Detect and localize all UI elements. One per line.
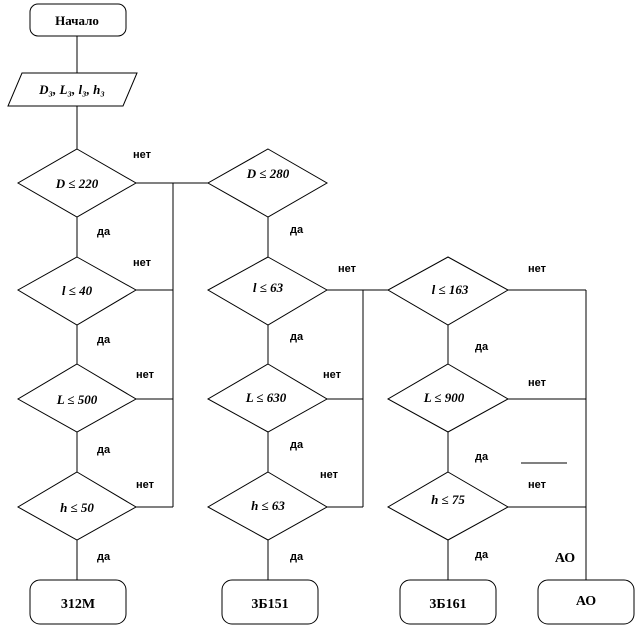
decision-d220 — [16, 148, 138, 218]
yes-label: да — [475, 549, 489, 561]
no-label: нет — [133, 149, 152, 161]
start-label: Начало — [55, 13, 99, 28]
result-ao — [537, 579, 635, 625]
cond-col3-3: h ≤ 75 — [431, 492, 465, 507]
no-label: нет — [528, 479, 547, 491]
yes-label: да — [475, 341, 489, 353]
start-node — [29, 3, 127, 37]
decision-L900 — [386, 363, 510, 433]
yes-label: да — [97, 334, 111, 346]
no-label: нет — [320, 469, 339, 481]
no-label: нет — [136, 479, 155, 491]
decision-h50 — [16, 471, 138, 541]
no-label: нет — [133, 257, 152, 269]
ao-side-label: АО — [555, 551, 575, 566]
yes-label: да — [290, 439, 304, 451]
decision-L500 — [16, 363, 138, 433]
result-label-1: 312М — [61, 597, 95, 612]
input-label: D₃, L₃, l₃, h₃ — [38, 82, 105, 97]
no-label: нет — [323, 369, 342, 381]
yes-label: да — [290, 551, 304, 563]
no-label: нет — [528, 263, 547, 275]
no-label: нет — [136, 369, 155, 381]
result-label-ao: АО — [576, 594, 596, 609]
yes-label: да — [97, 226, 111, 238]
cond-col3-2: L ≤ 900 — [423, 390, 465, 405]
no-label: нет — [528, 377, 547, 389]
yes-label: да — [97, 444, 111, 456]
decision-d280 — [206, 148, 329, 218]
cond-col3-1: l ≤ 163 — [432, 282, 469, 297]
cond-col2-2: l ≤ 63 — [253, 280, 284, 295]
decision-h63 — [206, 471, 329, 541]
cond-col1-3: L ≤ 500 — [56, 392, 98, 407]
cond-col1-2: l ≤ 40 — [62, 283, 93, 298]
decision-h75 — [386, 471, 510, 541]
yes-label: да — [475, 451, 489, 463]
decision-l163 — [386, 256, 510, 326]
result-label-2: 3Б151 — [251, 597, 288, 612]
decision-l63 — [206, 256, 329, 326]
no-label: нет — [338, 263, 357, 275]
yes-label: да — [290, 224, 304, 236]
cond-col2-3: L ≤ 630 — [245, 390, 287, 405]
result-label-3: 3Б161 — [429, 597, 466, 612]
cond-col2-4: h ≤ 63 — [251, 498, 285, 513]
decision-L630 — [206, 363, 329, 433]
yes-label: да — [97, 551, 111, 563]
cond-col1-1: D ≤ 220 — [55, 176, 99, 191]
result-3b161 — [399, 579, 497, 625]
result-312m — [29, 579, 127, 625]
decision-l40 — [16, 256, 138, 326]
cond-col2-1: D ≤ 280 — [246, 166, 290, 181]
yes-label: да — [290, 331, 304, 343]
result-3b151 — [221, 579, 319, 625]
input-node — [7, 72, 138, 107]
cond-col1-4: h ≤ 50 — [60, 500, 94, 515]
